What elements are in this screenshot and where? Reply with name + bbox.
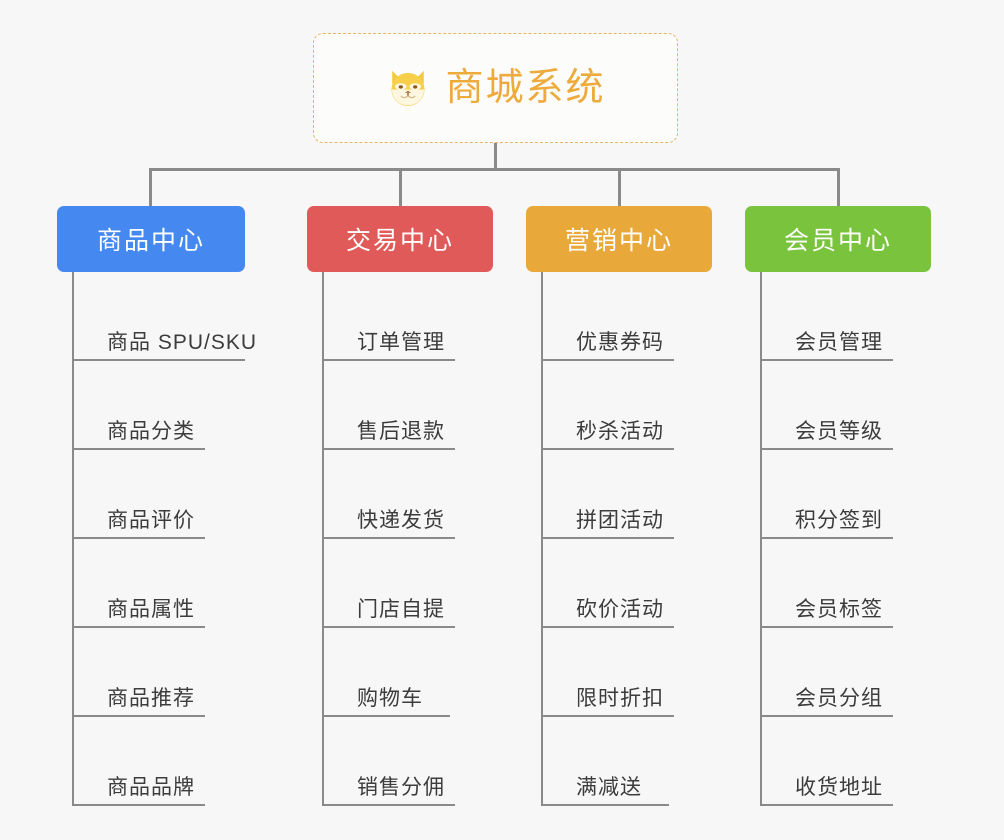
category-title: 营销中心	[564, 227, 673, 255]
leaf-label: 商品 SPU/SKU	[74, 332, 256, 361]
connector-stem	[494, 143, 497, 170]
list-item[interactable]: 会员等级	[762, 361, 931, 450]
leaf-label: 门店自提	[324, 599, 455, 628]
shiba-dog-face-icon	[391, 70, 426, 106]
leaf-list-2: 订单管理 售后退款 快递发货 门店自提 购物车 销售分佣	[322, 272, 493, 806]
list-item[interactable]: 积分签到	[762, 450, 931, 539]
leaf-label: 砍价活动	[543, 599, 674, 628]
leaf-label: 会员标签	[762, 599, 893, 628]
category-header-2[interactable]: 交易中心	[307, 206, 493, 272]
list-item[interactable]: 商品属性	[74, 539, 245, 628]
list-item[interactable]: 会员标签	[762, 539, 931, 628]
leaf-label: 积分签到	[762, 510, 893, 539]
leaf-label: 会员分组	[762, 688, 893, 717]
connector-drop-2	[399, 168, 402, 208]
list-item[interactable]: 售后退款	[324, 361, 493, 450]
list-item[interactable]: 订单管理	[324, 272, 493, 361]
leaf-label: 快递发货	[324, 510, 455, 539]
list-item[interactable]: 销售分佣	[324, 717, 493, 806]
leaf-list-1: 商品 SPU/SKU 商品分类 商品评价 商品属性 商品推荐 商品品牌	[72, 272, 256, 806]
leaf-label: 商品评价	[74, 510, 205, 539]
list-item[interactable]: 商品推荐	[74, 628, 245, 717]
leaf-label: 商品属性	[74, 599, 205, 628]
list-item[interactable]: 商品品牌	[74, 717, 245, 806]
leaf-label: 商品分类	[74, 421, 205, 450]
connector-drop-4	[837, 168, 840, 208]
list-item[interactable]: 商品 SPU/SKU	[74, 272, 256, 361]
leaf-label: 拼团活动	[543, 510, 674, 539]
leaf-label: 满减送	[543, 777, 669, 806]
category-header-3[interactable]: 营销中心	[526, 206, 712, 272]
list-item[interactable]: 限时折扣	[543, 628, 712, 717]
connector-drop-3	[618, 168, 621, 208]
list-item[interactable]: 会员管理	[762, 272, 931, 361]
leaf-list-3: 优惠券码 秒杀活动 拼团活动 砍价活动 限时折扣 满减送	[541, 272, 712, 806]
list-item[interactable]: 拼团活动	[543, 450, 712, 539]
leaf-label: 秒杀活动	[543, 421, 674, 450]
branch-column-3: 营销中心 优惠券码 秒杀活动 拼团活动 砍价活动 限时折扣 满减送	[526, 206, 712, 806]
leaf-label: 收货地址	[762, 777, 893, 806]
list-item[interactable]: 砍价活动	[543, 539, 712, 628]
list-item[interactable]: 门店自提	[324, 539, 493, 628]
branch-column-1: 商品中心 商品 SPU/SKU 商品分类 商品评价 商品属性 商品推荐 商品品牌	[57, 206, 256, 806]
leaf-label: 限时折扣	[543, 688, 674, 717]
leaf-label: 优惠券码	[543, 332, 674, 361]
category-header-1[interactable]: 商品中心	[57, 206, 245, 272]
list-item[interactable]: 会员分组	[762, 628, 931, 717]
list-item[interactable]: 购物车	[324, 628, 493, 717]
leaf-label: 购物车	[324, 688, 450, 717]
root-title: 商城系统	[445, 67, 606, 109]
category-header-4[interactable]: 会员中心	[745, 206, 931, 272]
leaf-label: 会员等级	[762, 421, 893, 450]
leaf-label: 会员管理	[762, 332, 893, 361]
category-title: 交易中心	[345, 227, 454, 255]
leaf-label: 商品推荐	[74, 688, 205, 717]
list-item[interactable]: 满减送	[543, 717, 712, 806]
connector-drop-1	[149, 168, 152, 208]
connector-bus	[149, 168, 840, 171]
leaf-label: 销售分佣	[324, 777, 455, 806]
list-item[interactable]: 秒杀活动	[543, 361, 712, 450]
leaf-label: 售后退款	[324, 421, 455, 450]
category-title: 会员中心	[783, 227, 892, 255]
leaf-label: 订单管理	[324, 332, 455, 361]
list-item[interactable]: 收货地址	[762, 717, 931, 806]
list-item[interactable]: 优惠券码	[543, 272, 712, 361]
leaf-list-4: 会员管理 会员等级 积分签到 会员标签 会员分组 收货地址	[760, 272, 931, 806]
branch-column-4: 会员中心 会员管理 会员等级 积分签到 会员标签 会员分组 收货地址	[745, 206, 931, 806]
root-node[interactable]: 商城系统	[313, 33, 678, 143]
list-item[interactable]: 快递发货	[324, 450, 493, 539]
list-item[interactable]: 商品分类	[74, 361, 245, 450]
branch-column-2: 交易中心 订单管理 售后退款 快递发货 门店自提 购物车 销售分佣	[307, 206, 493, 806]
leaf-label: 商品品牌	[74, 777, 205, 806]
list-item[interactable]: 商品评价	[74, 450, 245, 539]
category-title: 商品中心	[96, 227, 205, 255]
